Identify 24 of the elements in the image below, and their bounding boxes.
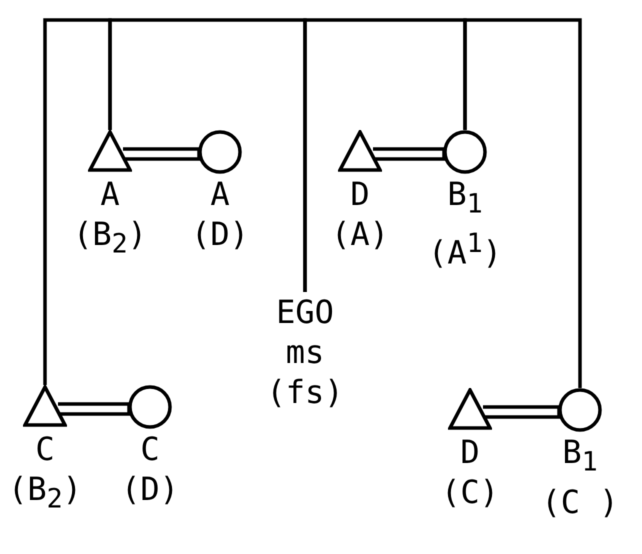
kin-label: C xyxy=(140,429,160,469)
kin-label: D xyxy=(460,432,480,472)
kin-label: (B$_{2}$) xyxy=(8,469,82,516)
marriage-sign xyxy=(481,405,561,419)
kin-label: EGO xyxy=(276,292,334,332)
kin-label: (B$_{2}$) xyxy=(73,214,147,262)
sibling-line xyxy=(463,18,582,388)
kin-label: A xyxy=(100,174,120,214)
marriage-sign xyxy=(121,147,201,161)
marriage-sign xyxy=(56,402,131,416)
kin-label: (C ) xyxy=(541,482,619,522)
kin-label: (D) xyxy=(121,469,179,509)
kin-label: (A$^{1}$) xyxy=(428,227,502,274)
kin-label: C xyxy=(35,429,55,469)
kin-label: (D) xyxy=(191,214,249,254)
marriage-sign xyxy=(371,147,446,161)
kin-label: B$_{1}$ xyxy=(562,432,598,480)
kin-label: ms xyxy=(286,332,324,372)
kin-label: D xyxy=(350,174,370,214)
kin-label: A xyxy=(210,174,230,214)
kin-label: (fs) xyxy=(266,372,344,412)
kin-label: B$_{1}$ xyxy=(447,174,483,222)
kin-label: (A) xyxy=(331,214,389,254)
kin-label: (C) xyxy=(441,472,499,512)
